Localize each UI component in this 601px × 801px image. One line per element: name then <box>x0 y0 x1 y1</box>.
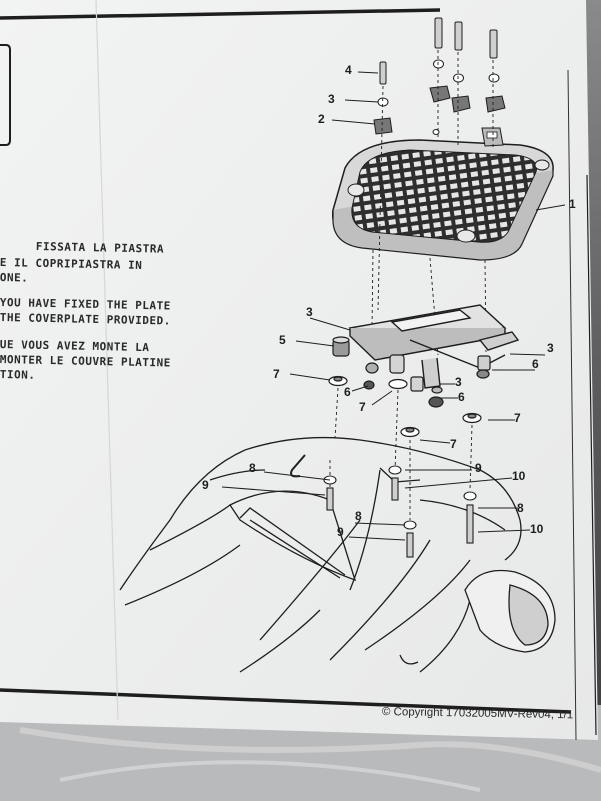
part-label-10b: 10 <box>530 522 544 536</box>
part-label-9: 9 <box>202 478 209 492</box>
part-label-2: 2 <box>318 112 325 126</box>
part-label-6: 6 <box>344 385 351 399</box>
part-label-3c: 3 <box>547 341 554 355</box>
part-label-8: 8 <box>249 461 256 475</box>
part-label-4: 4 <box>345 63 352 77</box>
part-label-6b: 6 <box>532 357 539 371</box>
instruction-it-line3: ONE. <box>0 271 29 285</box>
part-label-6c: 6 <box>458 390 465 404</box>
part-label-5: 5 <box>279 333 286 347</box>
hardware-parts <box>328 336 491 438</box>
part-label-8c: 8 <box>517 501 524 515</box>
part-label-7d: 7 <box>450 437 457 451</box>
instruction-fr-line3: TION. <box>0 368 36 382</box>
part-label-3: 3 <box>328 92 335 106</box>
part-label-1: 1 <box>569 197 576 211</box>
sheet-frame <box>0 8 572 714</box>
part-label-9c: 9 <box>337 525 344 539</box>
part-label-10: 10 <box>512 469 526 483</box>
instruction-it-line1: FISSATA LA PIASTRA <box>35 240 165 256</box>
tail-light <box>464 569 556 653</box>
part-label-8b: 8 <box>355 509 362 523</box>
part-labels: 4 3 2 1 3 5 7 6 7 3 6 3 6 7 7 8 9 9 10 8… <box>202 63 576 539</box>
part-label-3b: 3 <box>306 305 313 319</box>
part-label-7b: 7 <box>359 400 366 414</box>
part-label-7c: 7 <box>514 411 521 425</box>
bottom-screws <box>323 465 477 558</box>
part-label-9b: 9 <box>475 461 482 475</box>
fold-line <box>95 0 119 721</box>
leader-lines <box>221 71 566 541</box>
rack-frame <box>348 304 520 389</box>
part-label-3d: 3 <box>455 375 462 389</box>
left-box <box>0 44 11 146</box>
top-plate <box>332 127 554 261</box>
part-label-7: 7 <box>273 367 280 381</box>
plate-bolts <box>373 17 506 135</box>
